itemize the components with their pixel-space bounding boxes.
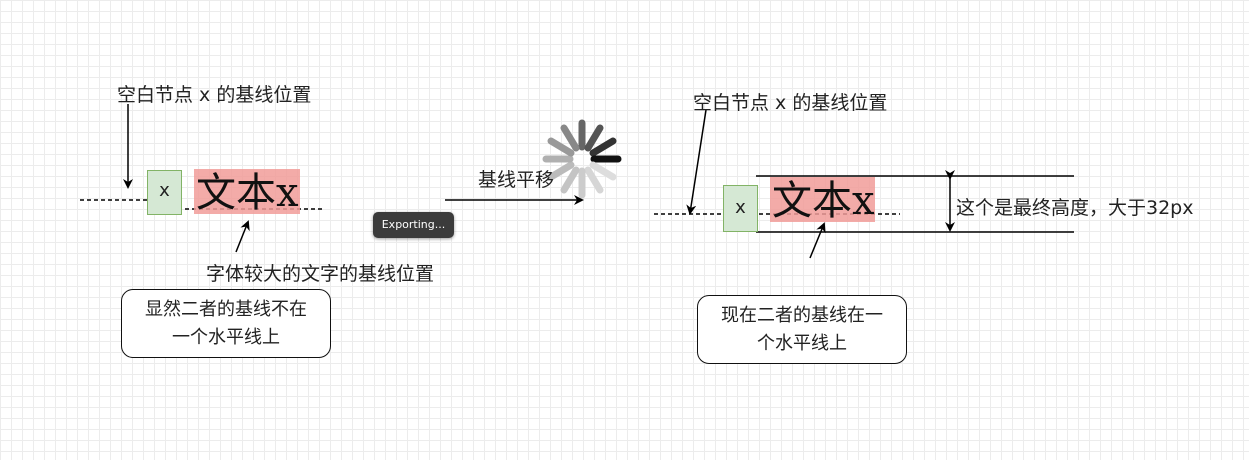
right-node-x-text: x bbox=[735, 197, 746, 218]
left-node-x[interactable]: x bbox=[147, 170, 182, 215]
right-big-text: 文本x bbox=[772, 178, 875, 224]
left-note[interactable]: 显然二者的基线不在 一个水平线上 bbox=[121, 289, 331, 358]
left-bottom-arrow bbox=[235, 220, 250, 253]
left-bottom-label: 字体较大的文字的基线位置 bbox=[206, 263, 435, 285]
right-top-label: 空白节点 x 的基线位置 bbox=[693, 92, 888, 114]
exporting-toast: Exporting... bbox=[373, 212, 454, 238]
right-big-text-box[interactable] bbox=[770, 177, 875, 222]
left-big-text: 文本x bbox=[196, 170, 299, 216]
right-note[interactable]: 现在二者的基线在一 个水平线上 bbox=[697, 295, 907, 364]
height-label: 这个是最终高度，大于32px bbox=[956, 197, 1194, 219]
left-note-line1: 显然二者的基线不在 bbox=[145, 298, 307, 320]
right-node-x[interactable]: x bbox=[723, 185, 758, 232]
left-top-label: 空白节点 x 的基线位置 bbox=[117, 84, 312, 106]
right-note-line1: 现在二者的基线在一 bbox=[721, 304, 883, 326]
shift-label: 基线平移 bbox=[478, 169, 555, 191]
right-note-line2: 个水平线上 bbox=[757, 332, 847, 354]
right-top-arrow bbox=[686, 109, 707, 215]
left-big-text-box[interactable] bbox=[194, 169, 300, 214]
left-node-x-text: x bbox=[159, 180, 170, 201]
right-bottom-arrow bbox=[809, 222, 826, 259]
loading-spinner-icon bbox=[542, 119, 622, 199]
left-note-line2: 一个水平线上 bbox=[172, 326, 280, 348]
